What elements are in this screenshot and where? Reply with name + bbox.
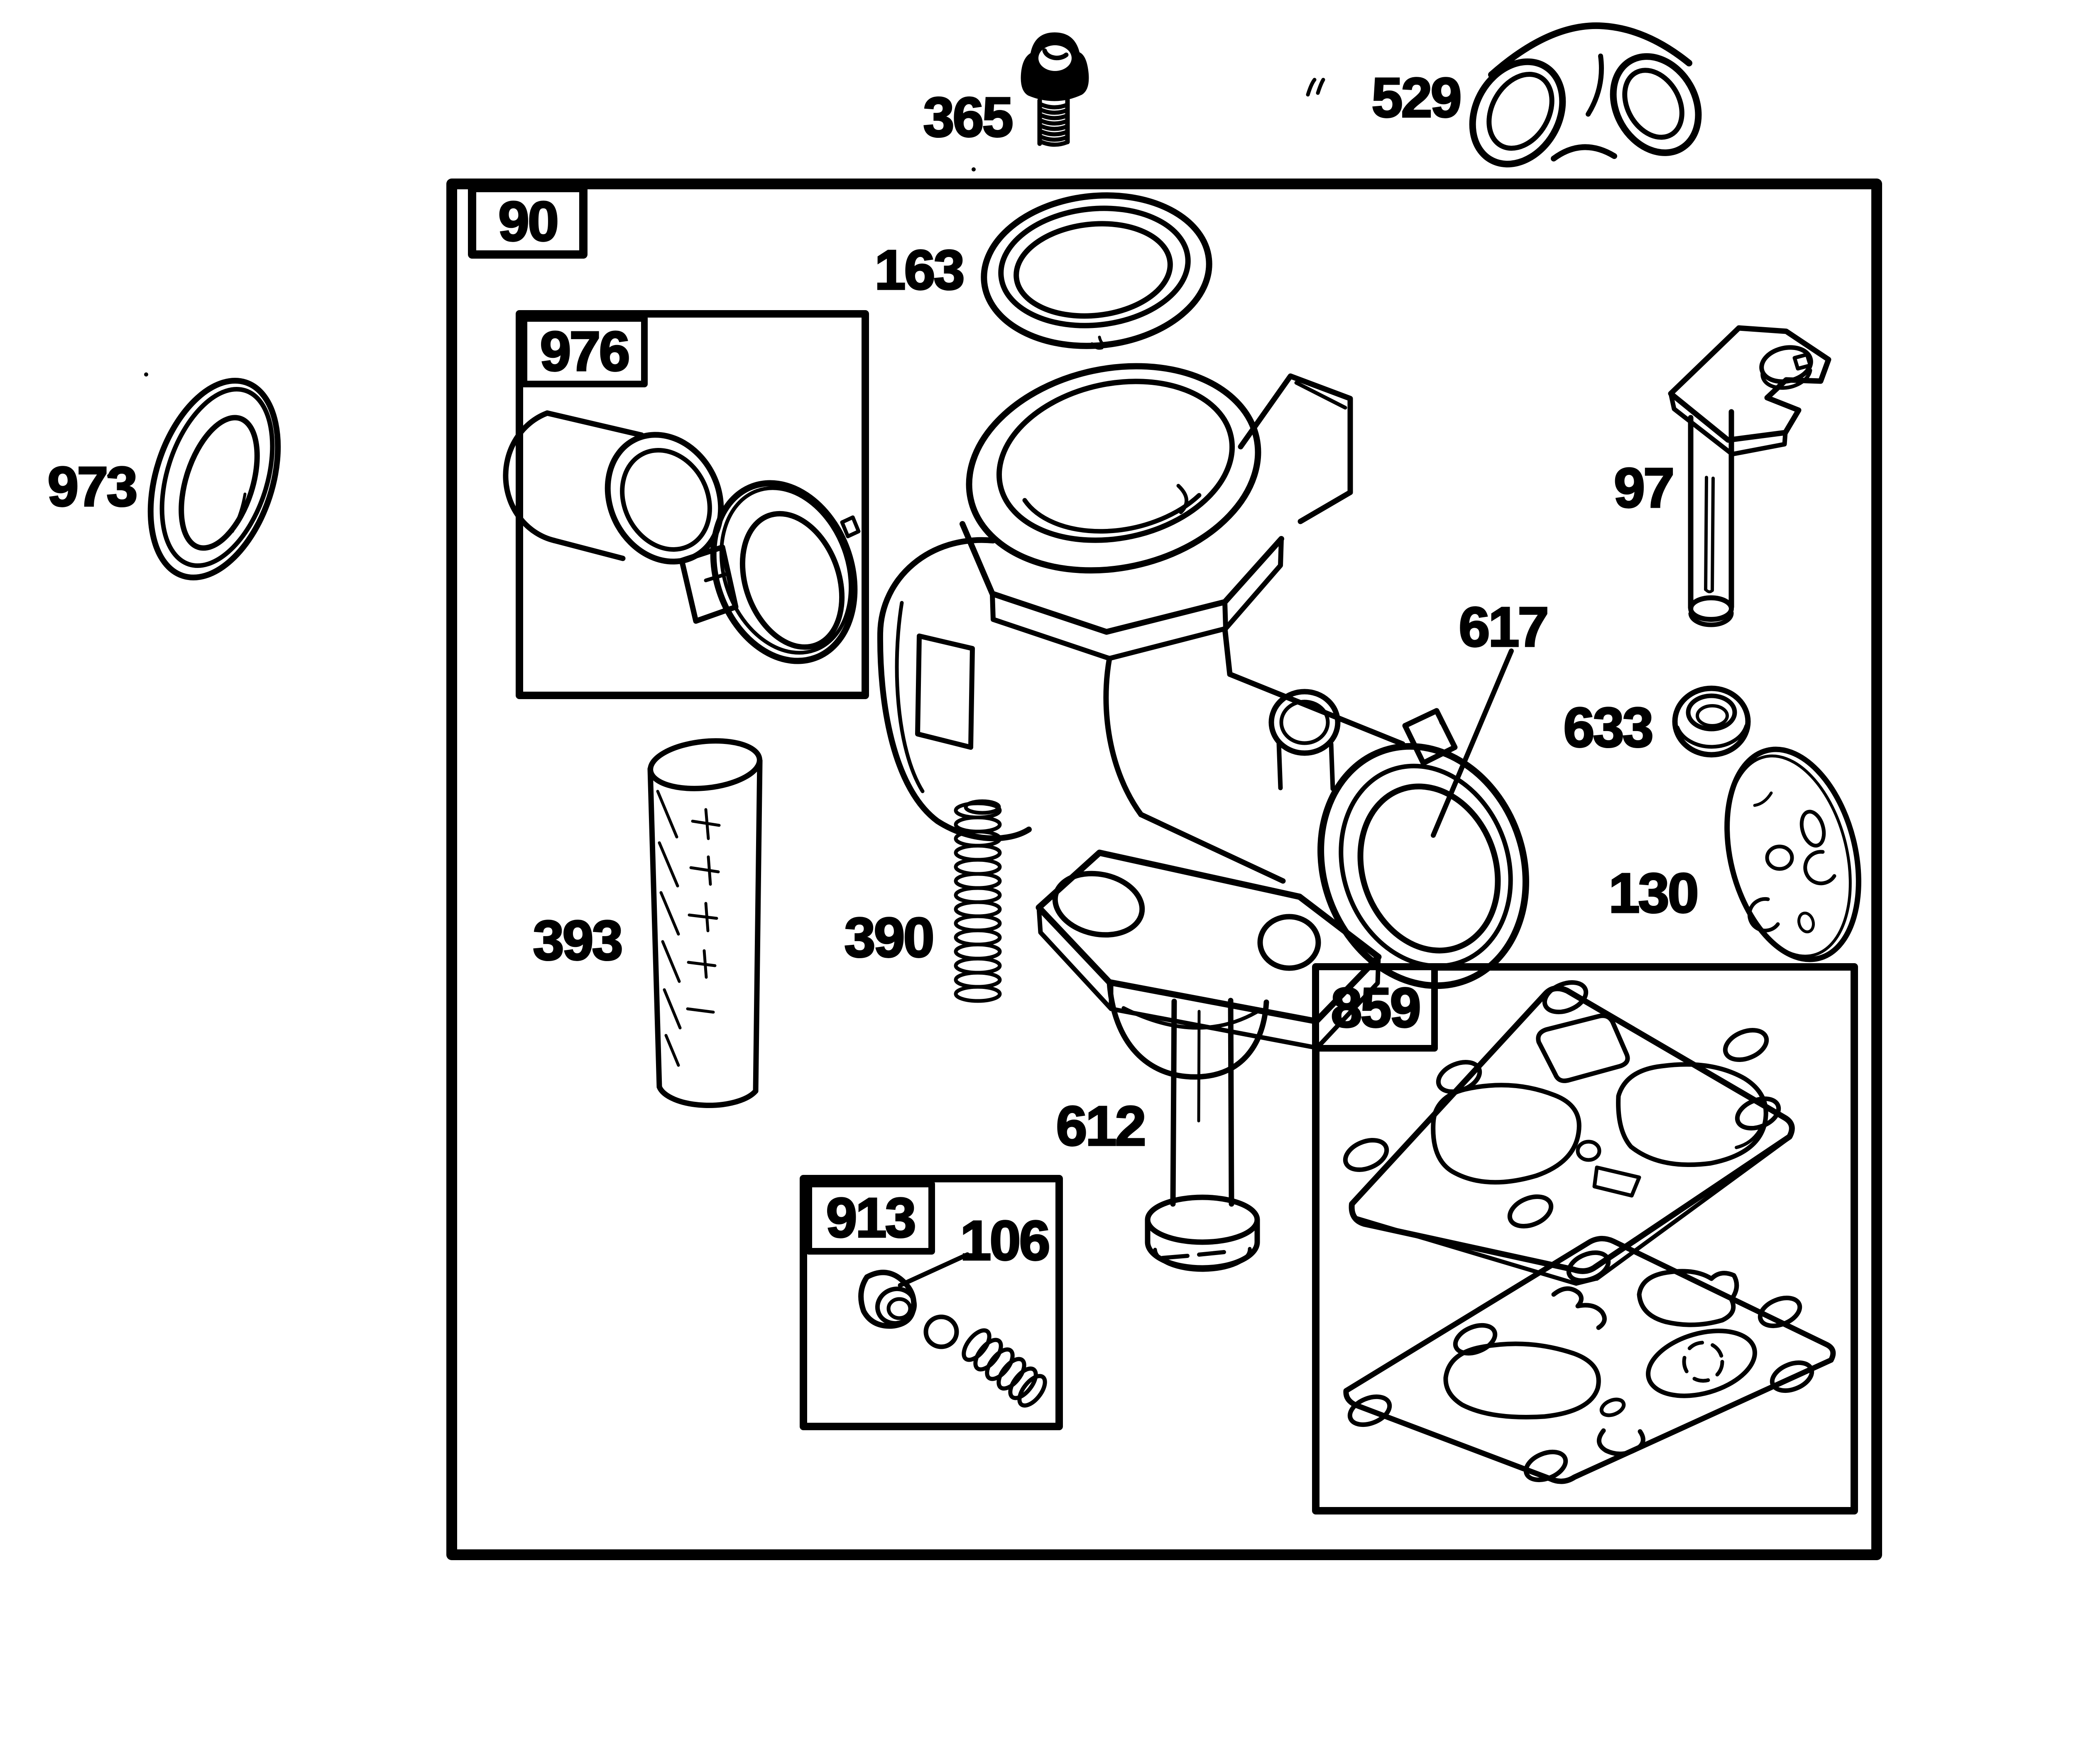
part-label-390: 390 — [843, 906, 935, 969]
main-group-box-90 — [446, 179, 1882, 1560]
adapter-976-drawing — [503, 410, 861, 664]
plate-130-drawing — [1724, 746, 1861, 962]
leader-line-106 — [898, 1252, 970, 1288]
part-label-617: 617 — [1458, 595, 1550, 658]
fuel-pipe-612-drawing — [1145, 998, 1260, 1272]
group-box-label-90: 90 — [497, 190, 560, 253]
part-label-612: 612 — [1055, 1094, 1147, 1157]
screw-365-drawing — [1021, 32, 1089, 147]
group-box-label-913: 913 — [825, 1186, 917, 1249]
group-box-913 — [800, 1175, 1063, 1430]
stray-marks — [107, 78, 1325, 477]
part-label-97: 97 — [1613, 456, 1675, 519]
part-label-529: 529 — [1371, 66, 1462, 129]
part-label-973: 973 — [47, 455, 138, 518]
group-box-label-976: 976 — [539, 320, 631, 383]
part-label-393: 393 — [532, 909, 624, 972]
spring-390-drawing — [954, 799, 1002, 1003]
carburetor-body-drawing — [877, 363, 1529, 1080]
seal-ring-973-drawing — [147, 378, 281, 580]
part-label-633: 633 — [1562, 696, 1654, 759]
leader-line-617 — [1431, 648, 1514, 838]
leader-lines — [1431, 648, 1514, 838]
group-box-859 — [1312, 963, 1858, 1514]
throttle-shaft-97-drawing — [1668, 325, 1831, 627]
group-box-label-859: 859 — [1330, 976, 1422, 1039]
part-label-365: 365 — [922, 86, 1014, 149]
gasket-kit-859-drawing — [1343, 980, 1836, 1484]
part-label-106: 106 — [959, 1209, 1051, 1272]
bushing-633-drawing — [1672, 685, 1751, 758]
part-label-163: 163 — [874, 238, 965, 301]
part-label-130: 130 — [1608, 861, 1699, 925]
screen-393-drawing — [647, 738, 763, 1108]
elbow-fitting-529-drawing — [1469, 22, 1702, 168]
gasket-163-drawing — [981, 192, 1212, 349]
needle-seat-913-drawing — [858, 1252, 1047, 1408]
group-box-976 — [516, 310, 869, 699]
